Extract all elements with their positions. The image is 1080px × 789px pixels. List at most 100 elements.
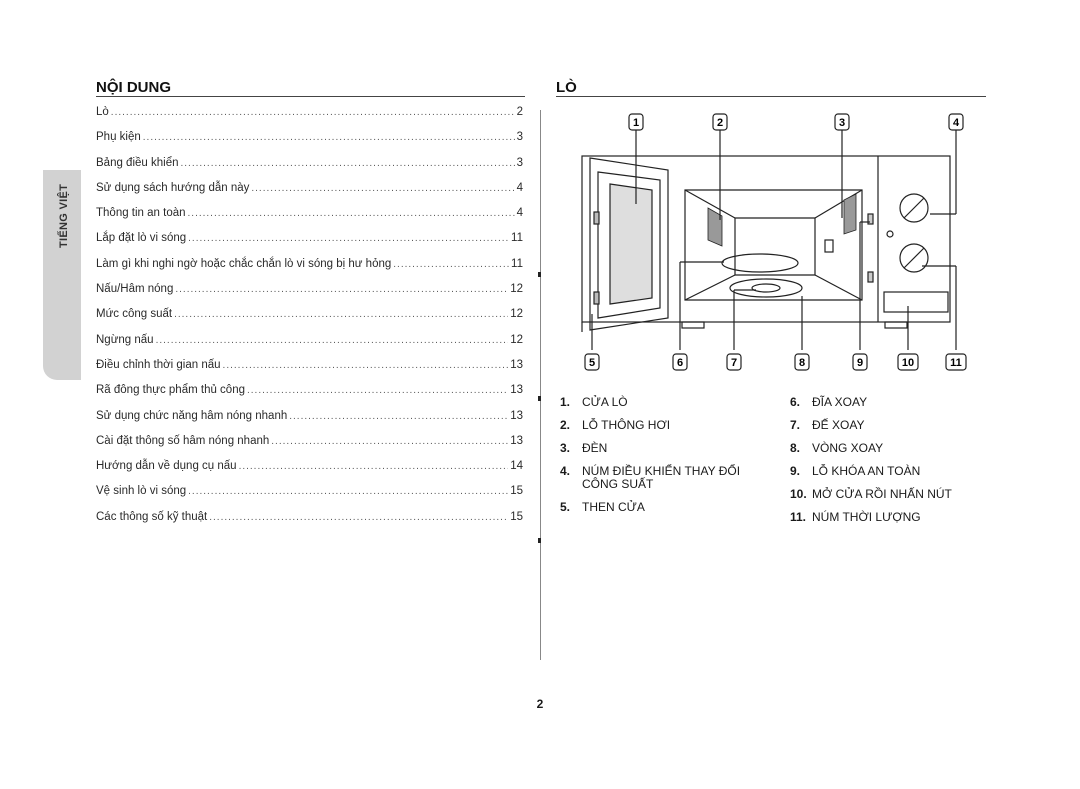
toc-entry[interactable]: Rã đông thực phẩm thủ công 13 xyxy=(96,384,523,409)
callout-box xyxy=(726,353,742,371)
toc-leader-dots xyxy=(247,385,508,396)
divider-tick xyxy=(538,538,541,543)
timer-knob xyxy=(899,243,929,273)
toc-entry[interactable]: Thông tin an toàn4 xyxy=(96,207,523,232)
legend-text: ĐÈN xyxy=(582,441,608,455)
callout-box xyxy=(628,113,644,131)
toc-entry-page: 13 xyxy=(510,384,523,397)
callout-box xyxy=(584,353,600,371)
legend-item: 10.MỞ CỬA RỒI NHẤN NÚT xyxy=(790,488,952,501)
toc-entry[interactable]: Cài đặt thông số hâm nóng nhanh13 xyxy=(96,435,523,460)
toc-entry[interactable]: Sử dụng chức năng hâm nóng nhanh13 xyxy=(96,410,523,435)
callout-number: 3 xyxy=(839,117,845,129)
legend-item: 1.CỬA LÒ xyxy=(560,396,740,409)
callout-number: 1 xyxy=(633,117,639,129)
legend-text: CỬA LÒ xyxy=(582,395,628,409)
legend-number: 11. xyxy=(790,510,807,524)
legend-item: 7.ĐẾ XOAY xyxy=(790,419,952,432)
toc-entry-page: 15 xyxy=(510,485,523,498)
callout-number: 8 xyxy=(799,357,805,369)
callout-box xyxy=(945,353,967,371)
legend-text: LỖ KHÓA AN TOÀN xyxy=(812,464,921,478)
legend-item: 4. NÚM ĐIỀU KHIỂN THAY ĐỔI CÔNG SUẤT xyxy=(560,465,740,491)
legend-number: 7. xyxy=(790,418,801,432)
toc-entry[interactable]: Sử dụng sách hướng dẫn này 4 xyxy=(96,182,523,207)
legend-text: THEN CỬA xyxy=(582,500,645,514)
toc-leader-dots xyxy=(174,309,508,320)
callout-box xyxy=(672,353,688,371)
toc-entry[interactable]: Lò2 xyxy=(96,106,523,131)
toc-heading: NỘI DUNG xyxy=(96,79,171,96)
vent-right xyxy=(843,193,857,235)
legend-text: NÚM ĐIỀU KHIỂN THAY ĐỔI CÔNG SUẤT xyxy=(582,464,741,491)
toc-entry-label: Sử dụng chức năng hâm nóng nhanh xyxy=(96,409,288,422)
toc-entry[interactable]: Bảng điều khiển3 xyxy=(96,157,523,182)
legend-item: 9. LỖ KHÓA AN TOÀN xyxy=(790,465,952,478)
legend-item: 3.ĐÈN xyxy=(560,442,740,455)
toc-entry-page: 14 xyxy=(510,460,523,473)
toc-entry-page: 12 xyxy=(510,308,523,321)
language-tab-label: TIẾNG VIỆT xyxy=(58,183,70,248)
toc-leader-dots xyxy=(251,183,514,194)
toc-entry-page: 4 xyxy=(516,181,523,194)
toc-entry-label: Rã đông thực phẩm thủ công xyxy=(96,384,245,397)
divider-tick xyxy=(538,272,541,277)
toc-entry-label: Phụ kiện xyxy=(96,131,141,144)
toc-entry[interactable]: Nấu/Hâm nóng 12 xyxy=(96,283,523,308)
column-divider xyxy=(540,110,541,660)
legend-left: 1.CỬA LÒ 2.LỖ THÔNG HƠI 3.ĐÈN 4. NÚM ĐIỀU KH… xyxy=(560,396,740,524)
toc-leader-dots xyxy=(239,461,509,472)
divider-tick xyxy=(538,396,541,401)
toc-leader-dots xyxy=(188,233,509,244)
legend-text: ĐĨA XOAY xyxy=(812,395,868,409)
toc-entry[interactable]: Làm gì khi nghi ngờ hoặc chắc chắn lò vi… xyxy=(96,258,523,283)
legend-number: 9. xyxy=(790,464,801,478)
toc-entry[interactable]: Vệ sinh lò vi sóng15 xyxy=(96,485,523,510)
toc-entry[interactable]: Lắp đặt lò vi sóng11 xyxy=(96,232,523,257)
power-knob xyxy=(899,193,929,223)
page-number: 2 xyxy=(536,697,544,711)
oven-heading: LÒ xyxy=(556,79,577,96)
toc-entry-label: Làm gì khi nghi ngờ hoặc chắc chắn lò vi… xyxy=(96,257,392,270)
legend-number: 8. xyxy=(790,441,801,455)
roller-ring xyxy=(729,278,803,298)
legend-text: NÚM THỜI LƯỢNG xyxy=(812,510,921,524)
toc-entry-page: 3 xyxy=(516,131,523,144)
vent-left xyxy=(707,207,723,247)
legend-text: VÒNG XOAY xyxy=(812,441,884,455)
toc-entry-label: Các thông số kỹ thuật xyxy=(96,510,208,523)
legend-text: LỖ THÔNG HƠI xyxy=(582,418,671,432)
toc-leader-dots xyxy=(188,486,508,497)
legend-item: 6.ĐĨA XOAY xyxy=(790,396,952,409)
callout-box xyxy=(712,113,728,131)
toc-entry-label: Thông tin an toàn xyxy=(96,207,186,220)
toc-entry-label: Sử dụng sách hướng dẫn này xyxy=(96,181,250,194)
toc-entry-label: Lắp đặt lò vi sóng xyxy=(96,232,187,245)
oven-heading-rule xyxy=(556,96,986,97)
callout-number: 4 xyxy=(953,117,960,129)
toc-entry-label: Lò xyxy=(96,106,109,118)
legend-number: 10. xyxy=(790,487,807,501)
toc-leader-dots xyxy=(289,411,508,422)
toc-entry[interactable]: Các thông số kỹ thuật15 xyxy=(96,511,523,536)
toc-heading-rule xyxy=(96,96,525,97)
toc-entry[interactable]: Hướng dẫn về dụng cụ nấu14 xyxy=(96,460,523,485)
toc-entry-page: 12 xyxy=(510,283,523,296)
callout-box xyxy=(852,353,868,371)
legend-item: 11. NÚM THỜI LƯỢNG xyxy=(790,511,952,524)
toc-entry[interactable]: Phụ kiện 3 xyxy=(96,131,523,156)
toc-entry[interactable]: Điều chỉnh thời gian nấu13 xyxy=(96,359,523,384)
toc-entry[interactable]: Mức công suất12 xyxy=(96,308,523,333)
toc-entry[interactable]: Ngừng nấu12 xyxy=(96,334,523,359)
oven-body xyxy=(581,155,951,323)
toc-entry-label: Nấu/Hâm nóng xyxy=(96,283,174,296)
turntable-tray xyxy=(721,253,799,273)
toc-entry-page: 11 xyxy=(511,257,523,270)
legend-item: 2.LỖ THÔNG HƠI xyxy=(560,419,740,432)
legend-item: 5.THEN CỬA xyxy=(560,501,740,514)
callout-number: 11 xyxy=(950,357,962,369)
legend-number: 4. xyxy=(560,464,571,478)
